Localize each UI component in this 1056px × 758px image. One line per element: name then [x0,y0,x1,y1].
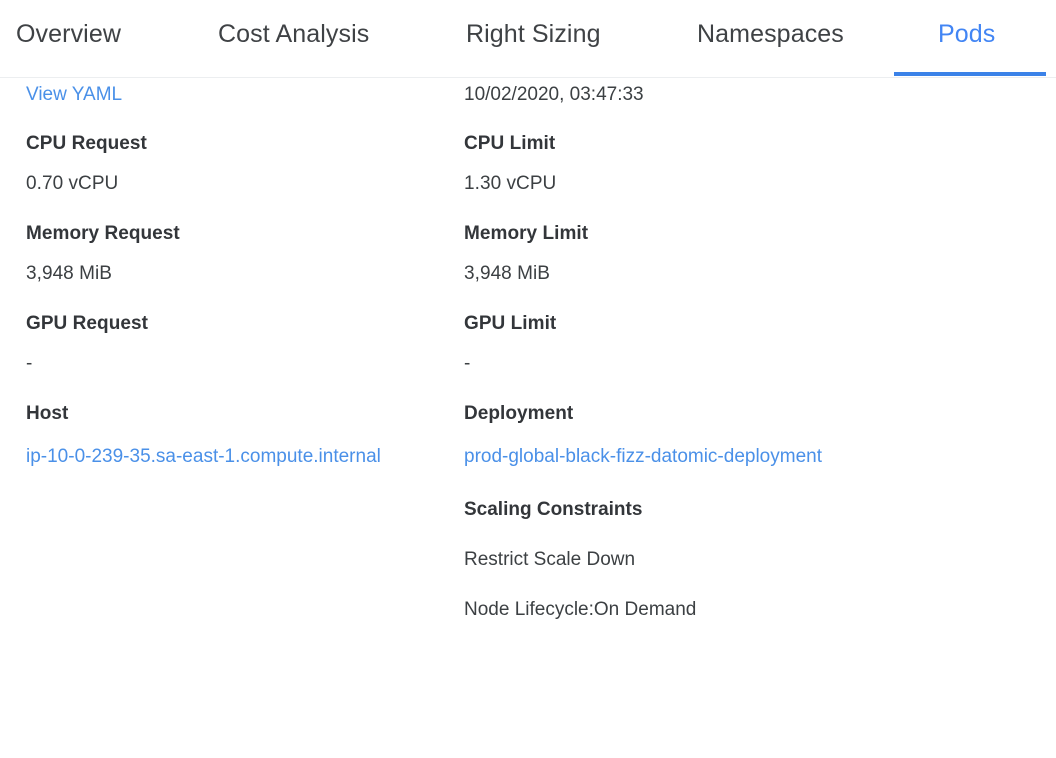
field-value-gpu-limit: - [464,353,471,374]
field-gpu-limit: GPU Limit - [464,310,854,378]
field-cpu-limit: CPU Limit 1.30 vCPU [464,130,854,198]
field-memory-limit: Memory Limit 3,948 MiB [464,220,854,288]
field-label-memory-limit: Memory Limit [464,223,589,244]
view-yaml-link[interactable]: View YAML [26,84,123,105]
details-column-left: View YAML CPU Request 0.70 vCPU Memory R… [26,78,416,496]
pod-details-panel: View YAML CPU Request 0.70 vCPU Memory R… [0,78,1056,758]
host-link[interactable]: ip-10-0-239-35.sa-east-1.compute.interna… [26,446,381,467]
field-label-cpu-limit: CPU Limit [464,133,556,154]
field-label-host: Host [26,403,69,424]
field-value-memory-request: 3,948 MiB [26,263,112,284]
tab-right-sizing[interactable]: Right Sizing [466,20,601,48]
tab-bar: Overview Cost Analysis Right Sizing Name… [0,0,1056,78]
tab-overview[interactable]: Overview [16,20,121,48]
field-label-deployment: Deployment [464,403,574,424]
field-label-scaling-constraints: Scaling Constraints [464,499,643,520]
field-scaling-constraints: Scaling Constraints Restrict Scale Down … [464,496,854,624]
field-value-cpu-limit: 1.30 vCPU [464,173,557,194]
pod-timestamp: 10/02/2020, 03:47:33 [464,84,644,105]
constraint-restrict-scale-down: Restrict Scale Down [464,549,636,570]
field-gpu-request: GPU Request - [26,310,416,378]
tab-pods[interactable]: Pods [938,20,996,48]
timestamp-row: 10/02/2020, 03:47:33 [464,78,854,112]
field-label-gpu-request: GPU Request [26,313,148,334]
tab-cost-analysis[interactable]: Cost Analysis [218,20,370,48]
view-yaml-row: View YAML [26,78,416,112]
field-label-gpu-limit: GPU Limit [464,313,557,334]
field-value-memory-limit: 3,948 MiB [464,263,550,284]
tab-namespaces[interactable]: Namespaces [697,20,844,48]
field-value-cpu-request: 0.70 vCPU [26,173,119,194]
field-deployment: Deployment prod-global-black-fizz-datomi… [464,400,854,474]
field-host: Host ip-10-0-239-35.sa-east-1.compute.in… [26,400,416,474]
field-cpu-request: CPU Request 0.70 vCPU [26,130,416,198]
constraint-node-lifecycle: Node Lifecycle:On Demand [464,599,697,620]
deployment-link[interactable]: prod-global-black-fizz-datomic-deploymen… [464,446,822,467]
field-label-memory-request: Memory Request [26,223,180,244]
details-column-right: 10/02/2020, 03:47:33 CPU Limit 1.30 vCPU… [464,78,854,646]
field-memory-request: Memory Request 3,948 MiB [26,220,416,288]
field-value-gpu-request: - [26,353,33,374]
field-label-cpu-request: CPU Request [26,133,147,154]
active-tab-indicator [894,72,1046,76]
